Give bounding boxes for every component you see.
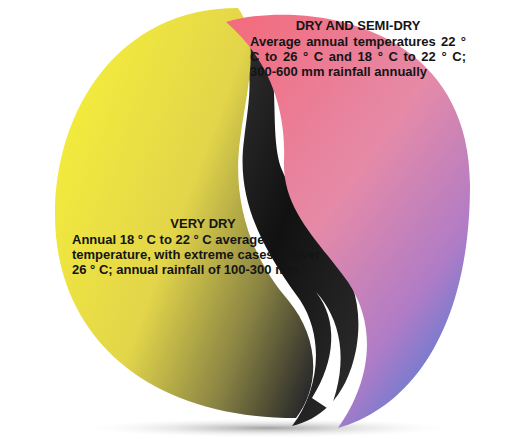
region-heading: VERY DRY bbox=[72, 216, 334, 231]
region-node: VERY DRYAnnual 18 ° C to 22 ° C average … bbox=[72, 216, 334, 277]
dry-semi-dry-region bbox=[226, 15, 470, 428]
region-description: Annual 18 ° C to 22 ° C average temperat… bbox=[72, 232, 334, 277]
region-node: DRY AND SEMI-DRYAverage annual temperatu… bbox=[250, 18, 466, 79]
region-description: Average annual temperatures 22 ° C to 26… bbox=[250, 34, 466, 79]
region-heading: DRY AND SEMI-DRY bbox=[250, 18, 466, 33]
white-gap bbox=[312, 292, 341, 410]
drop-shadow bbox=[78, 418, 458, 438]
